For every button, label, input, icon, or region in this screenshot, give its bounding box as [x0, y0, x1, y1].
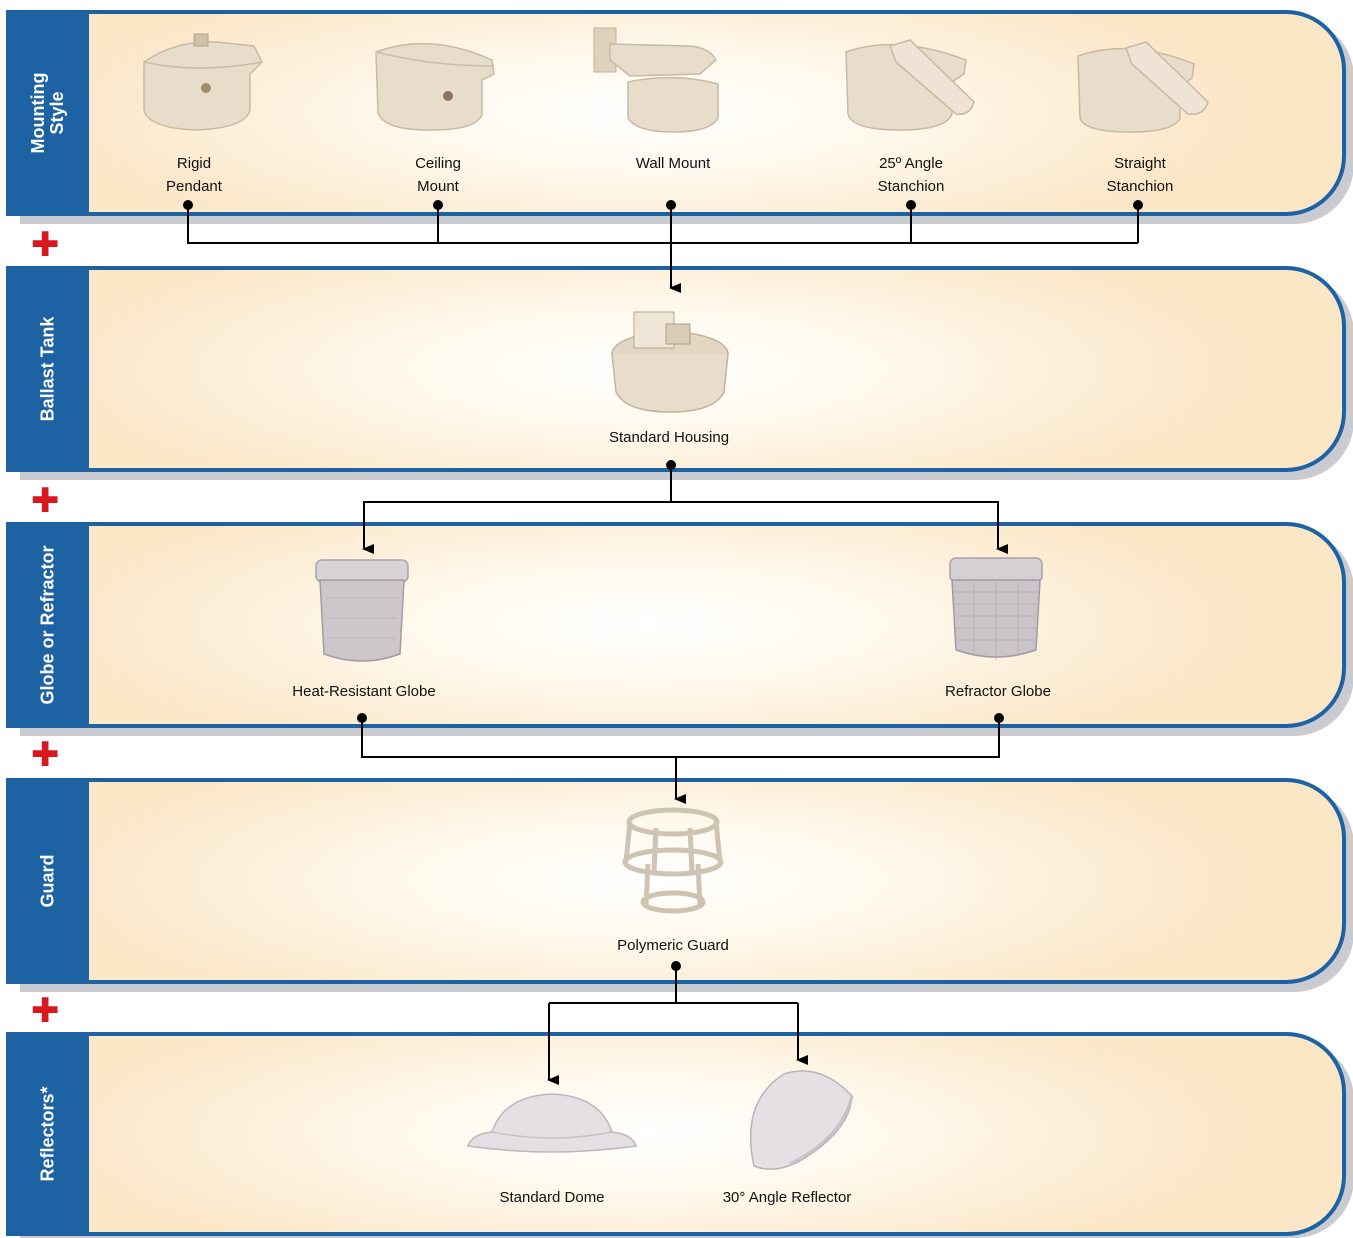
section-ballast-tank: Ballast Tank: [6, 266, 1353, 480]
heat-resistant-globe-image: [315, 559, 409, 662]
item-label-standard-housing: Standard Housing: [608, 429, 730, 446]
panel: [6, 522, 1346, 728]
rigid-pendant-image: [143, 33, 263, 131]
section-title: Mounting Style: [27, 72, 67, 154]
plus-icon: ✚: [31, 991, 60, 1031]
section-title: Reflectors*: [37, 1086, 57, 1182]
standard-housing-image: [611, 311, 729, 413]
panel: [6, 1032, 1346, 1236]
item-label-standard-dome: Standard Dome: [499, 1189, 605, 1206]
item-label-polymeric-guard: Polymeric Guard: [617, 937, 729, 954]
section-tab: Reflectors*: [6, 1032, 89, 1236]
section-title: Ballast Tank: [37, 316, 57, 422]
item-label-angle-stanchion: 25º Angle Stanchion: [877, 155, 945, 195]
item-label-refractor-globe: Refractor Globe: [945, 683, 1051, 700]
angle-reflector-image: [749, 1070, 854, 1170]
section-tab: Globe or Refractor: [6, 522, 89, 728]
item-label-angle-reflector: 30° Angle Reflector: [722, 1189, 852, 1206]
angle-stanchion-image: [845, 39, 975, 131]
plus-icon: ✚: [31, 735, 60, 775]
ceiling-mount-image: [375, 42, 495, 131]
plus-icon: ✚: [31, 225, 60, 265]
standard-dome-image: [467, 1093, 637, 1153]
section-tab: Guard: [6, 778, 89, 984]
item-label-wall-mount: Wall Mount: [635, 155, 711, 172]
section-tab: Mounting Style: [6, 10, 89, 216]
section-title: Guard: [37, 854, 57, 908]
section-reflectors: Reflectors*: [6, 1032, 1353, 1238]
refractor-globe-image: [949, 557, 1043, 660]
item-label-ceiling-mount: Ceiling Mount: [415, 155, 461, 195]
section-globe-refractor: Globe or Refractor: [6, 522, 1353, 736]
item-label-heat-resistant-globe: Heat-Resistant Globe: [292, 683, 436, 700]
item-label-straight-stanchion: Straight Stanchion: [1106, 155, 1174, 195]
item-label-rigid-pendant: Rigid Pendant: [166, 155, 222, 195]
polymeric-guard-image: [622, 807, 724, 914]
section-title: Globe or Refractor: [37, 545, 57, 705]
section-tab: Ballast Tank: [6, 266, 89, 472]
plus-icon: ✚: [31, 481, 60, 521]
wall-mount-image: [593, 27, 719, 133]
straight-stanchion-image: [1077, 41, 1209, 133]
